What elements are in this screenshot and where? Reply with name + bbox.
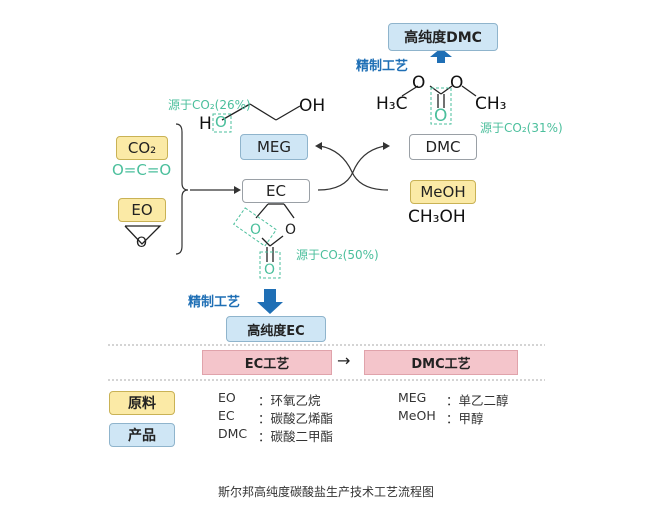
ec-o-right: O <box>285 222 297 238</box>
dmc-box: DMC <box>409 134 477 160</box>
meoh-label: MeOH <box>420 183 466 201</box>
ec-box: EC <box>242 179 310 203</box>
meg-box: MEG <box>240 134 308 160</box>
dmc-label: DMC <box>425 138 461 156</box>
high-purity-dmc-label: 高纯度DMC <box>404 30 482 46</box>
eo-box: EO <box>118 198 166 222</box>
eo-o: O <box>136 235 148 251</box>
ec-o-left: O <box>250 222 262 238</box>
figure-caption: 斯尔邦高纯度碳酸盐生产技术工艺流程图 <box>217 485 434 499</box>
brace <box>175 123 189 255</box>
eo-label: EO <box>131 201 153 219</box>
refining-arrow-ec <box>257 289 283 314</box>
legend-entry-dmc-abbr: DMC <box>218 426 248 441</box>
co2-label: CO₂ <box>127 139 157 157</box>
meg-oh: OH <box>299 96 326 116</box>
meg-h: H <box>199 114 212 134</box>
dmc-o-left: O <box>412 73 426 93</box>
meg-co2-source: 源于CO₂(26%) <box>168 98 251 112</box>
dmc-ch3: CH₃ <box>475 94 507 114</box>
legend-entry-dmc-desc: ：碳酸二甲酯 <box>258 429 334 444</box>
legend-entry-ec-abbr: EC <box>218 408 235 423</box>
legend-entry-meg-abbr: MEG <box>398 390 427 405</box>
stage-arrow: → <box>337 351 351 370</box>
legend-entry-eo-abbr: EO <box>218 390 236 405</box>
legend-product-swatch: 产品 <box>109 423 175 447</box>
legend-entry-ec-desc: ：碳酸乙烯酯 <box>258 411 334 426</box>
legend-raw-label: 原料 <box>128 396 156 412</box>
dmc-h3c: H₃C <box>376 94 408 114</box>
refining-arrow-dmc <box>430 48 452 63</box>
meg-o: O <box>215 113 227 131</box>
high-purity-dmc-box: 高纯度DMC <box>388 23 498 51</box>
meg-label: MEG <box>256 138 292 156</box>
dmc-co2-source: 源于CO₂(31%) <box>480 121 563 135</box>
ec-process-stage: EC工艺 <box>202 350 332 375</box>
high-purity-ec-box: 高纯度EC <box>226 316 326 342</box>
refining-label-dmc: 精制工艺 <box>356 59 409 74</box>
legend-product-label: 产品 <box>128 428 156 444</box>
ec-label: EC <box>266 182 286 200</box>
legend-raw-swatch: 原料 <box>109 391 175 415</box>
dmc-process-label: DMC工艺 <box>411 357 471 372</box>
meoh-box: MeOH <box>410 180 476 204</box>
reaction-curve-meg <box>319 145 389 191</box>
legend-entry-meoh-desc: ：甲醇 <box>446 411 484 426</box>
dmc-o-right: O <box>450 73 464 93</box>
ec-co2-source: 源于CO₂(50%) <box>296 248 379 262</box>
reaction-curve-dmc <box>317 145 386 191</box>
legend-entry-eo-desc: ：环氧乙烷 <box>258 393 321 408</box>
co2-box: CO₂ <box>116 136 168 160</box>
co2-structure: O=C=O <box>112 161 172 179</box>
refining-label-ec: 精制工艺 <box>188 295 241 310</box>
dmc-o-bottom: O <box>434 106 448 126</box>
ec-process-label: EC工艺 <box>244 357 290 372</box>
legend-entry-meoh-abbr: MeOH <box>398 408 436 423</box>
ec-o-bottom: O <box>264 262 276 278</box>
dmc-process-stage: DMC工艺 <box>364 350 518 375</box>
high-purity-ec-label: 高纯度EC <box>247 323 305 339</box>
ch3oh-formula: CH₃OH <box>408 207 466 227</box>
legend-entry-meg-desc: ：单乙二醇 <box>446 393 509 408</box>
